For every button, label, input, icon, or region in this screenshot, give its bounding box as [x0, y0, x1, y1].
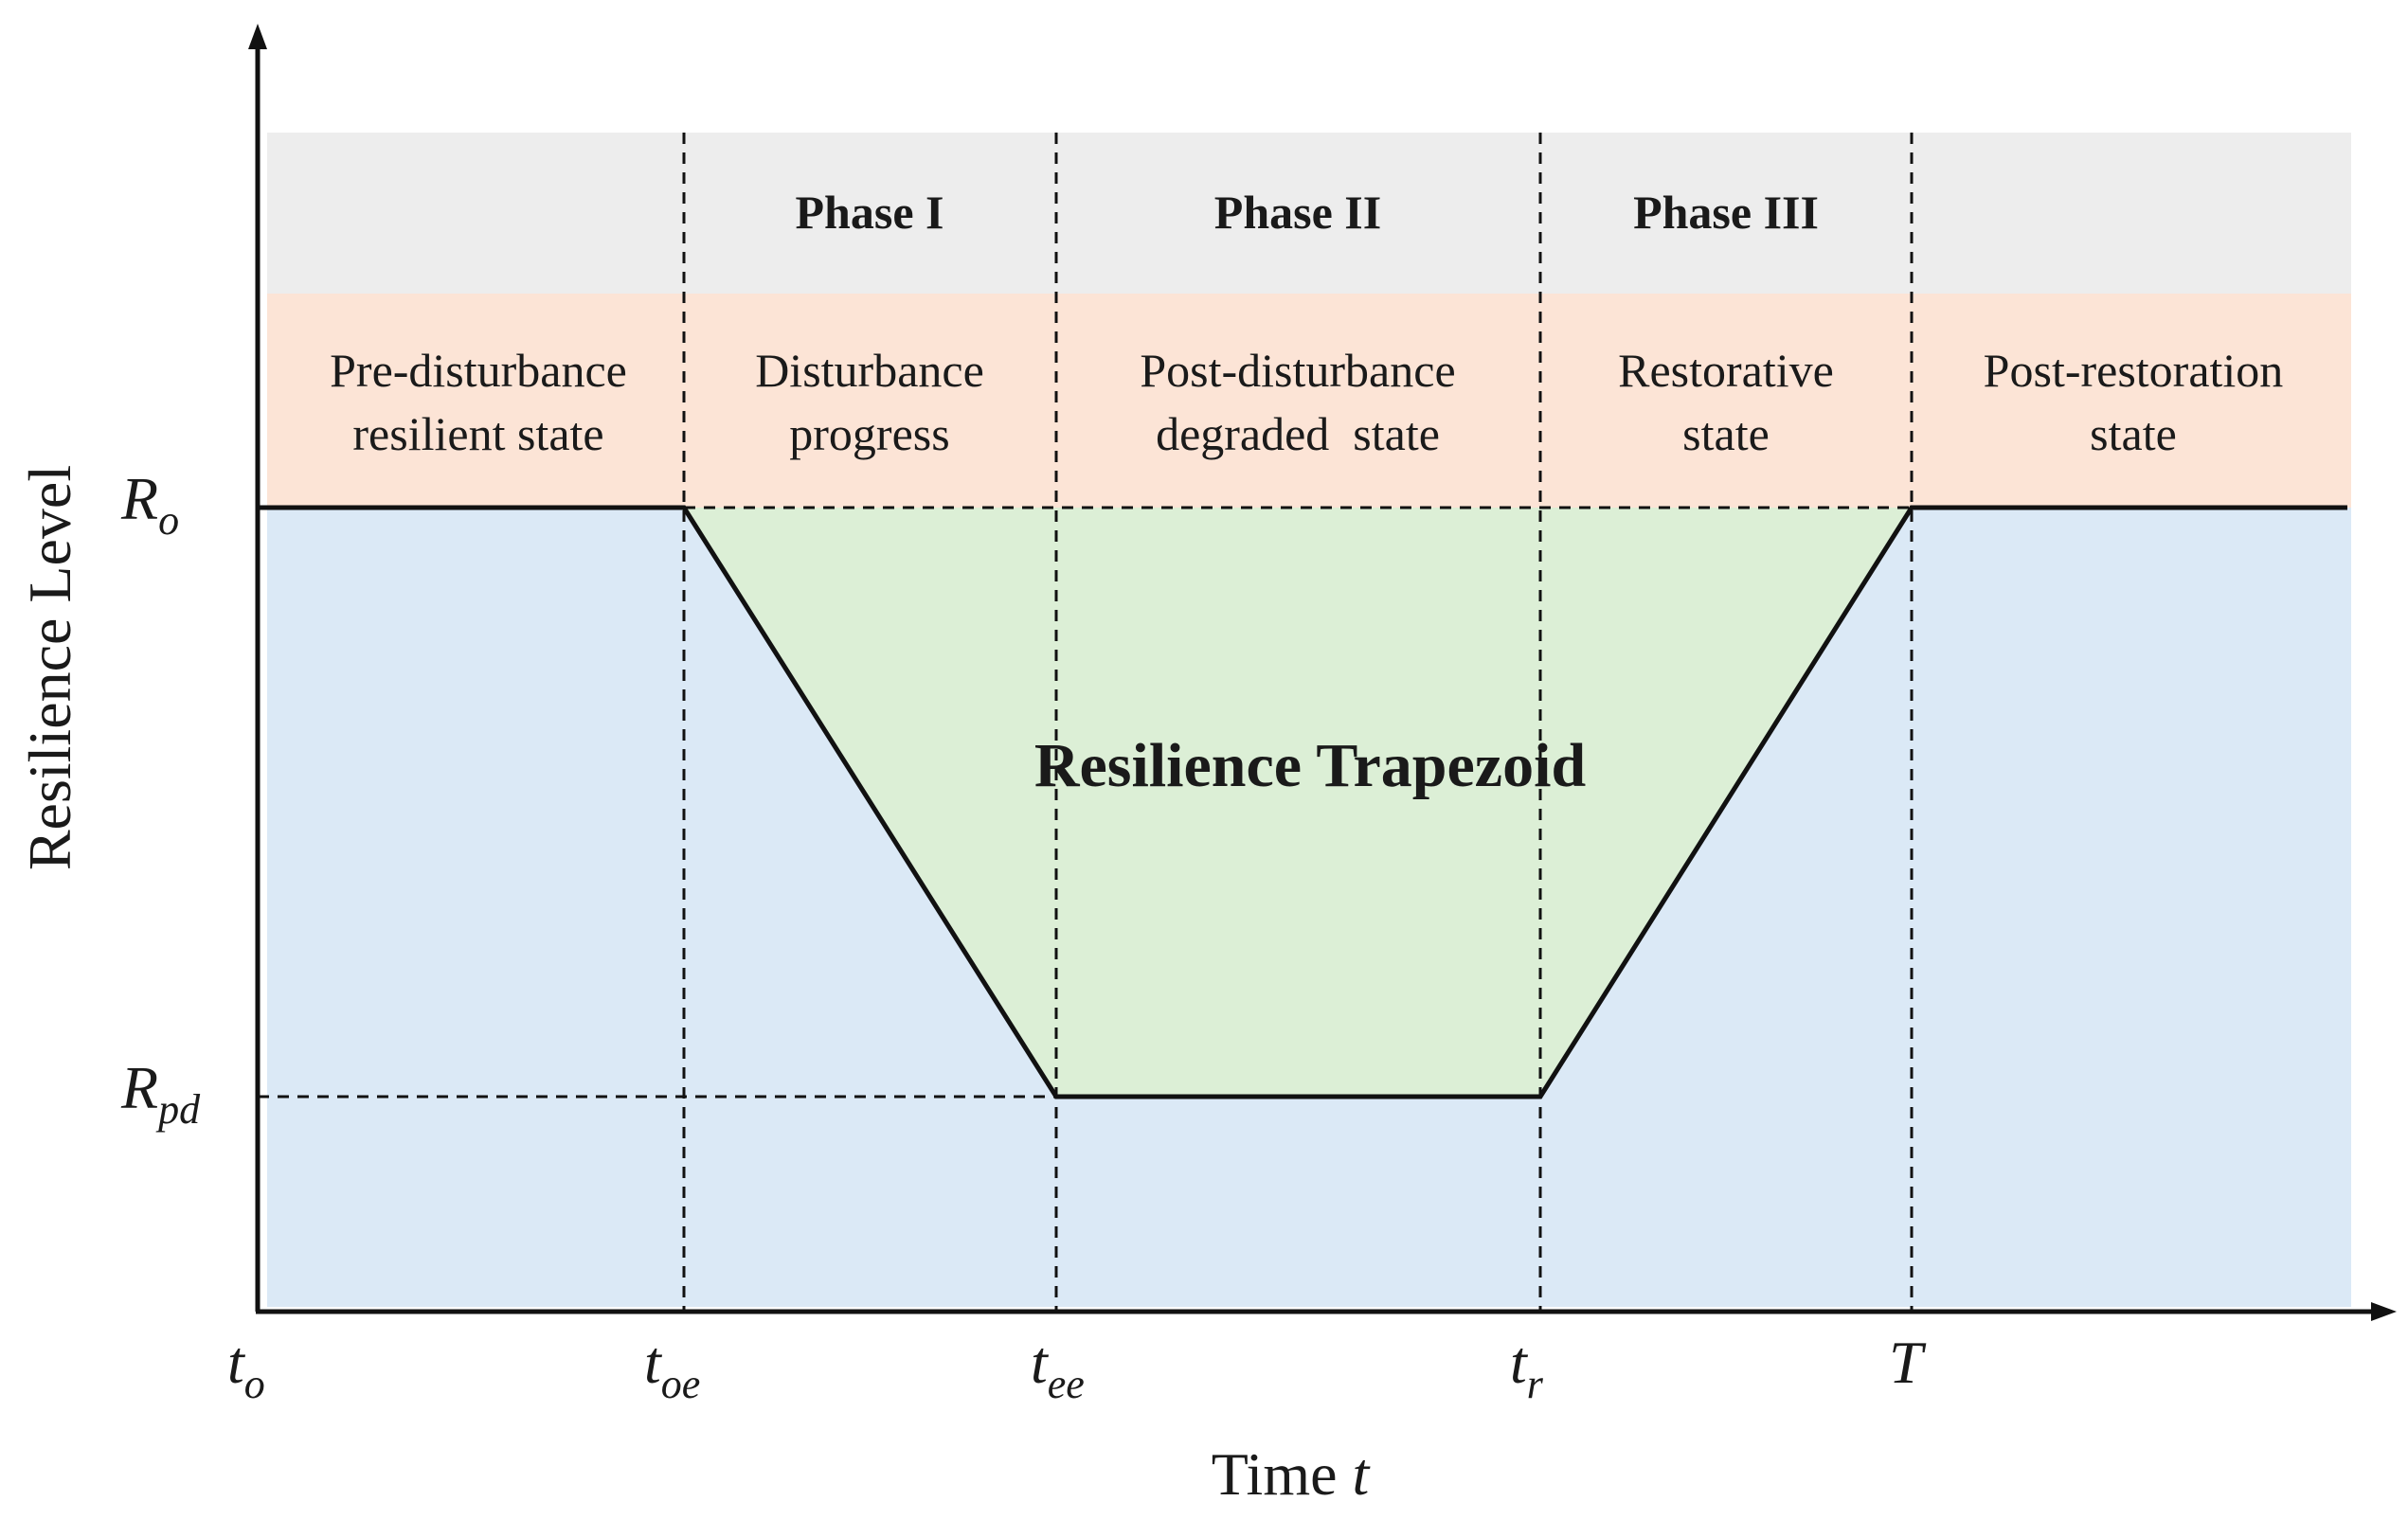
- state-post-disturbance-line1: Post-disturbance: [1140, 344, 1455, 397]
- x-tick-tr: tr: [1510, 1329, 1544, 1407]
- state-restorative-line1: Restorative: [1618, 344, 1834, 397]
- state-post-restoration-line1: Post-restoration: [1984, 344, 2284, 397]
- x-tick-tee: tee: [1031, 1329, 1085, 1407]
- x-tick-toe: toe: [644, 1329, 700, 1407]
- phase-1-label: Phase I: [796, 186, 944, 239]
- state-post-disturbance-line2: degraded state: [1156, 407, 1440, 460]
- phase-2-label: Phase II: [1214, 186, 1381, 239]
- y-tick-ro: Ro: [120, 465, 179, 544]
- state-pre-disturbance-line2: resilient state: [352, 407, 603, 460]
- state-restorative-line2: state: [1682, 407, 1770, 460]
- x-axis-arrow-icon: [2371, 1302, 2397, 1321]
- y-axis-title: Resilience Level: [16, 465, 83, 870]
- phase-header-band: [267, 133, 2351, 294]
- trapezoid-label: Resilience Trapezoid: [1034, 731, 1586, 800]
- resilience-curve: [258, 505, 2347, 1099]
- phase-boundaries: [682, 133, 1914, 1312]
- state-disturbance-line1: Disturbance: [755, 344, 984, 397]
- state-pre-disturbance-line1: Pre-disturbance: [330, 344, 627, 397]
- state-disturbance-line2: progress: [789, 407, 949, 460]
- x-tick-T: T: [1889, 1329, 1927, 1396]
- state-description-band: [267, 294, 2351, 508]
- state-post-restoration-line2: state: [2090, 407, 2177, 460]
- x-axis-title: Time t: [1212, 1440, 1372, 1508]
- y-axis-arrow-icon: [248, 24, 267, 49]
- x-tick-to: to: [227, 1329, 265, 1407]
- y-tick-rpd: Rpd: [120, 1054, 201, 1133]
- resilience-trapezoid-fill: [684, 508, 1912, 1097]
- phase-3-label: Phase III: [1633, 186, 1819, 239]
